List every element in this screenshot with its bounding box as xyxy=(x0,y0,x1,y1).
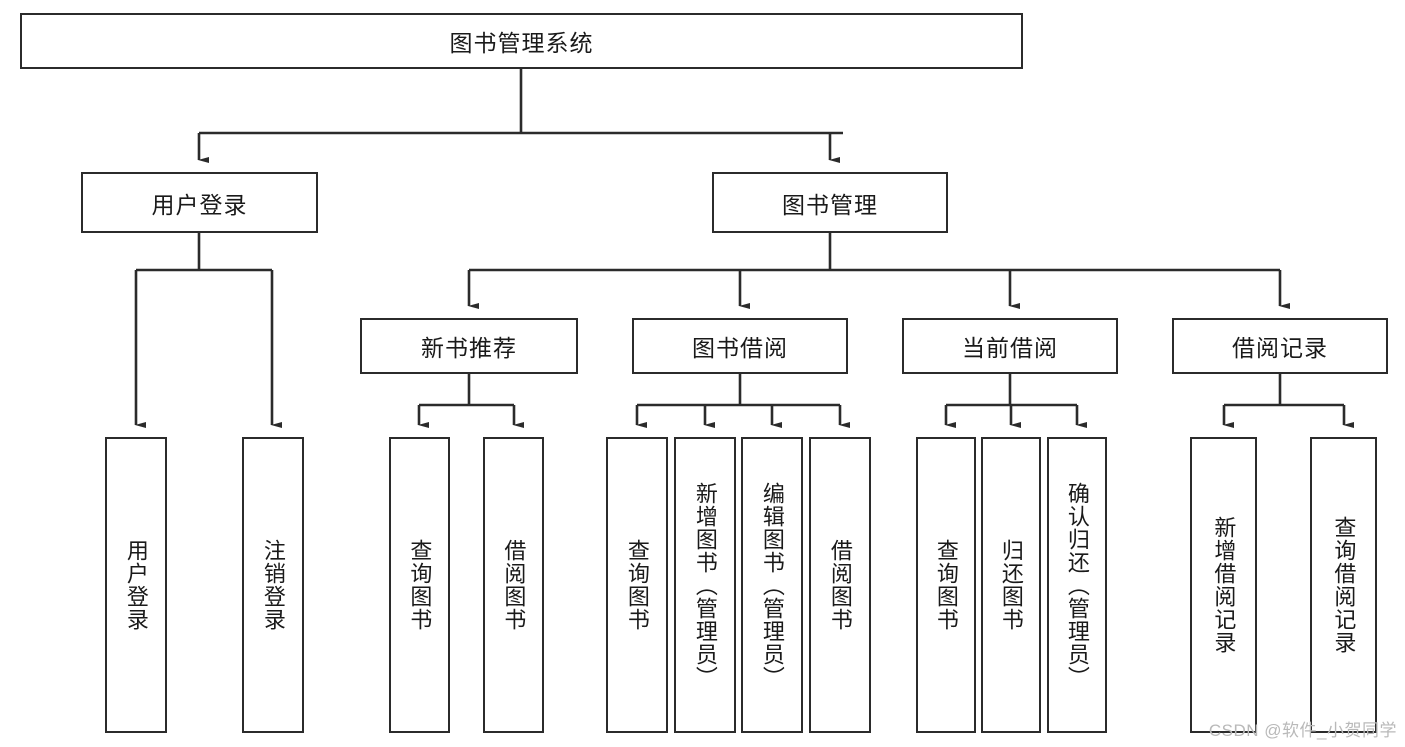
node-root[interactable]: 图书管理系统 xyxy=(20,13,1023,69)
node-borrow-record-label: 借阅记录 xyxy=(1232,335,1328,361)
node-leaf-return-book[interactable]: 归还图书 xyxy=(981,437,1041,733)
node-leaf-query-book-3-label: 查询图书 xyxy=(933,539,959,631)
node-leaf-borrow-book-1-label: 借阅图书 xyxy=(501,539,527,631)
node-leaf-return-book-label: 归还图书 xyxy=(998,539,1024,631)
node-book-manage[interactable]: 图书管理 xyxy=(712,172,948,233)
node-book-borrow-label: 图书借阅 xyxy=(692,335,788,361)
node-leaf-query-book-1-label: 查询图书 xyxy=(407,539,433,631)
node-user-login[interactable]: 用户登录 xyxy=(81,172,318,233)
node-leaf-logout-login[interactable]: 注销登录 xyxy=(242,437,304,733)
node-leaf-borrow-book-1[interactable]: 借阅图书 xyxy=(483,437,544,733)
node-user-login-label: 用户登录 xyxy=(151,191,248,218)
node-leaf-borrow-book-2[interactable]: 借阅图书 xyxy=(809,437,871,733)
node-leaf-user-login[interactable]: 用户登录 xyxy=(105,437,167,733)
node-current-borrow[interactable]: 当前借阅 xyxy=(902,318,1118,374)
node-leaf-add-borrow-record-label: 新增借阅记录 xyxy=(1211,516,1237,654)
node-book-borrow[interactable]: 图书借阅 xyxy=(632,318,848,374)
node-root-label: 图书管理系统 xyxy=(449,30,594,56)
node-leaf-edit-book-admin[interactable]: 编辑图书（管理员） xyxy=(741,437,803,733)
node-current-borrow-label: 当前借阅 xyxy=(962,335,1058,361)
node-new-book-recommend-label: 新书推荐 xyxy=(421,335,517,361)
node-leaf-query-book-2-label: 查询图书 xyxy=(624,539,650,631)
node-leaf-user-login-label: 用户登录 xyxy=(123,539,149,631)
node-leaf-logout-login-label: 注销登录 xyxy=(260,539,286,631)
node-new-book-recommend[interactable]: 新书推荐 xyxy=(360,318,578,374)
node-leaf-query-book-3[interactable]: 查询图书 xyxy=(916,437,976,733)
node-leaf-query-borrow-record-label: 查询借阅记录 xyxy=(1331,516,1357,654)
node-leaf-query-borrow-record[interactable]: 查询借阅记录 xyxy=(1310,437,1377,733)
node-leaf-borrow-book-2-label: 借阅图书 xyxy=(827,539,853,631)
node-leaf-confirm-return-admin[interactable]: 确认归还（管理员） xyxy=(1047,437,1107,733)
node-leaf-add-borrow-record[interactable]: 新增借阅记录 xyxy=(1190,437,1257,733)
node-leaf-confirm-return-admin-label: 确认归还（管理员） xyxy=(1064,481,1090,689)
node-book-manage-label: 图书管理 xyxy=(782,191,878,218)
node-leaf-query-book-2[interactable]: 查询图书 xyxy=(606,437,668,733)
node-leaf-add-book-admin-label: 新增图书（管理员） xyxy=(692,481,718,689)
node-leaf-add-book-admin[interactable]: 新增图书（管理员） xyxy=(674,437,736,733)
node-leaf-edit-book-admin-label: 编辑图书（管理员） xyxy=(759,481,785,689)
node-leaf-query-book-1[interactable]: 查询图书 xyxy=(389,437,450,733)
node-borrow-record[interactable]: 借阅记录 xyxy=(1172,318,1388,374)
